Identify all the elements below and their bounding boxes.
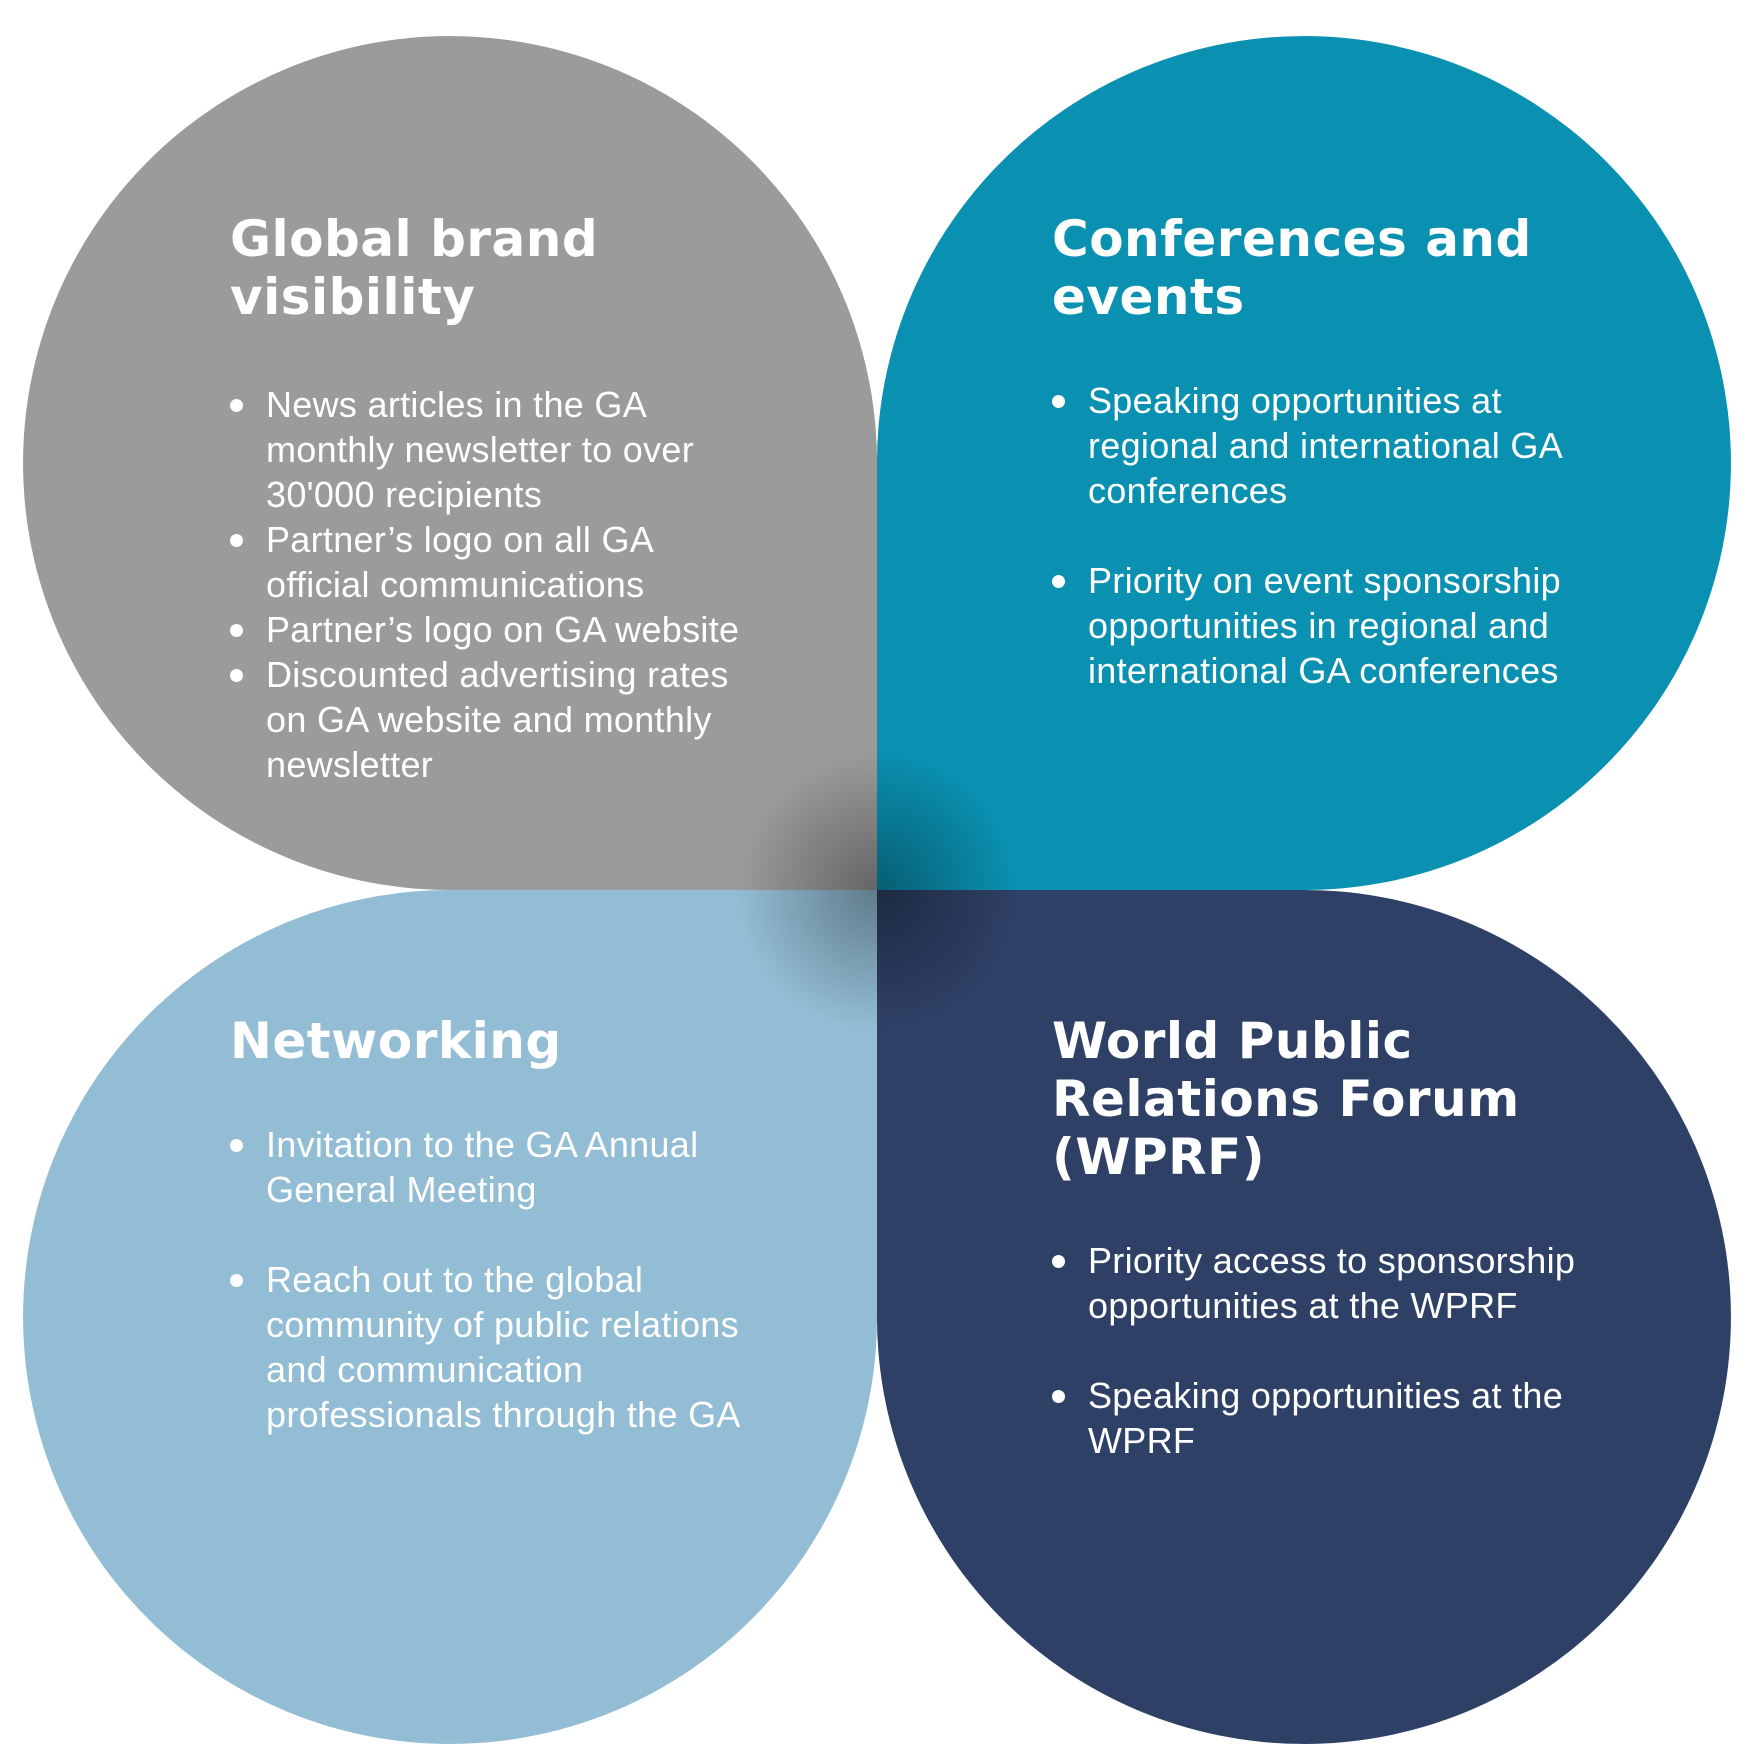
petal-wprf-title: World Public Relations Forum (WPRF) [1052, 1012, 1612, 1186]
title-line: events [1052, 268, 1245, 326]
petal-brand: Global brand visibility News articles in… [230, 210, 790, 787]
title-line: (WPRF) [1052, 1128, 1266, 1186]
petal-wprf: World Public Relations Forum (WPRF) Prio… [1052, 1012, 1612, 1463]
title-line: World Public [1052, 1012, 1413, 1070]
center-shadow [737, 750, 1017, 1030]
list-item: Discounted advertising rates on GA websi… [230, 652, 760, 787]
title-line: visibility [230, 268, 476, 326]
title-line: Global brand [230, 210, 599, 268]
petal-networking: Networking Invitation to the GA Annual G… [230, 1012, 790, 1437]
list-item: Invitation to the GA Annual General Meet… [230, 1122, 750, 1212]
title-line: Networking [230, 1012, 562, 1070]
list-item: Partner’s logo on GA website [230, 607, 760, 652]
petal-wprf-shape [876, 889, 1731, 1744]
petal-networking-title: Networking [230, 1012, 790, 1070]
list-item: Reach out to the global community of pub… [230, 1257, 750, 1437]
list-item: Priority on event sponsorship opportunit… [1052, 558, 1592, 693]
petal-networking-shape [23, 889, 878, 1744]
petal-conferences-list: Speaking opportunities at regional and i… [1052, 378, 1592, 693]
list-item: Partner’s logo on all GA official commun… [230, 517, 760, 607]
petal-conferences-shape [876, 36, 1731, 891]
title-line: Conferences and [1052, 210, 1532, 268]
petal-networking-list: Invitation to the GA Annual General Meet… [230, 1122, 750, 1437]
list-item: Speaking opportunities at the WPRF [1052, 1373, 1592, 1463]
list-item: Priority access to sponsorship opportuni… [1052, 1238, 1592, 1328]
petal-conferences: Conferences and events Speaking opportun… [1052, 210, 1612, 693]
petal-conferences-title: Conferences and events [1052, 210, 1612, 326]
title-line: Relations Forum [1052, 1070, 1520, 1128]
petal-brand-list: News articles in the GA monthly newslett… [230, 382, 760, 787]
list-item: Speaking opportunities at regional and i… [1052, 378, 1592, 513]
petal-wprf-list: Priority access to sponsorship opportuni… [1052, 1238, 1592, 1463]
list-item: News articles in the GA monthly newslett… [230, 382, 760, 517]
petal-brand-title: Global brand visibility [230, 210, 790, 326]
